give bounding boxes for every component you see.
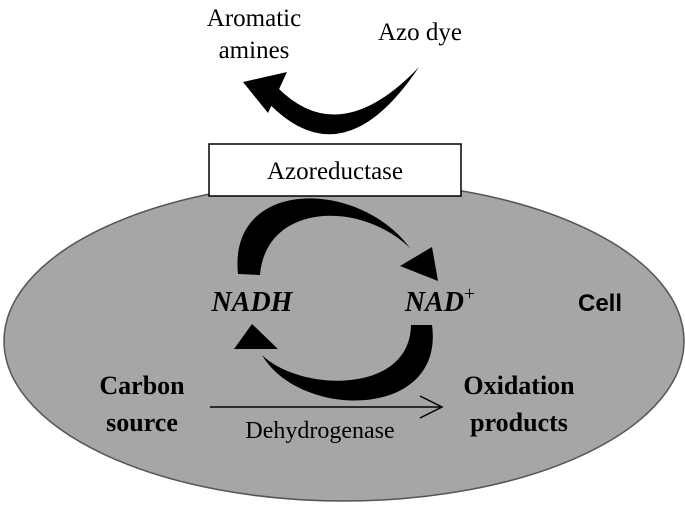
carbon-source-label-line1: Carbon [99, 371, 185, 400]
dehydrogenase-arrow [210, 395, 444, 419]
azo-dye-label: Azo dye [378, 19, 462, 46]
azoreductase-label: Azoreductase [267, 158, 403, 185]
aromatic-amines-label-line2: amines [219, 37, 290, 64]
cell-body [3, 180, 685, 502]
nad-label-text: NAD [404, 287, 464, 318]
nad-label: NAD+ [404, 283, 475, 318]
nadh-label: NADH [211, 287, 294, 318]
nad-superscript: + [464, 283, 475, 305]
azo-dye-to-amines-arrow [243, 67, 419, 135]
azoreductase-box [208, 143, 462, 197]
carbon-source-label-line2: source [106, 408, 178, 437]
nad-to-nadh-arrow [234, 324, 433, 401]
nadh-to-nad-arrow [237, 198, 438, 281]
cell-label: Cell [578, 290, 622, 317]
oxidation-products-label-line1: Oxidation [463, 371, 575, 400]
oxidation-products-label-line2: products [470, 408, 568, 437]
dehydrogenase-label: Dehydrogenase [245, 418, 394, 444]
aromatic-amines-label-line1: Aromatic [207, 5, 301, 32]
